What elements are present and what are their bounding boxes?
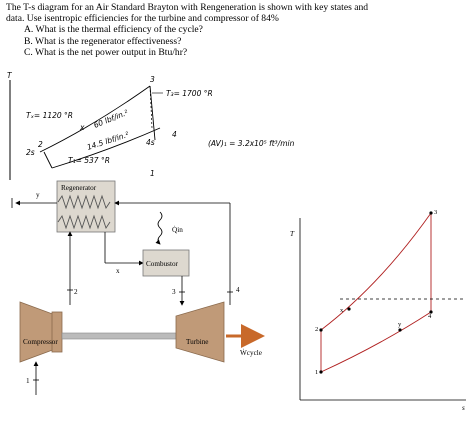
sketch-x-mark: x — [79, 123, 85, 132]
cycle-schematic: Regenerator y 4 2 x Combustor Q̇in 3 — [11, 180, 265, 395]
sketch-state-2: 2 — [38, 140, 43, 149]
sketch-high-pressure-line — [39, 85, 151, 153]
regenerator-label: Regenerator — [61, 184, 97, 192]
sketch-low-pressure-line — [51, 127, 161, 169]
shaft — [61, 332, 177, 340]
ts-point-x — [347, 307, 351, 311]
sketch-state-3: 3 — [150, 75, 155, 84]
problem-line-2: data. Use isentropic efficiencies for th… — [6, 13, 279, 25]
problem-line-1: The T-s diagram for an Air Standard Bray… — [6, 2, 369, 13]
ts-low-pressure-line — [320, 311, 432, 373]
ts-point-4 — [429, 310, 433, 314]
sketch-state-4: 4 — [172, 130, 177, 139]
sketch-t1-value: T₁= 537 °R — [68, 156, 110, 165]
ts-t-axis-label: T — [290, 230, 295, 238]
sketch-t3-value: T₃= 1700 °R — [166, 89, 213, 98]
ts-label-2: 2 — [315, 326, 318, 333]
ts-point-1 — [319, 370, 323, 374]
sketch-compression-line — [43, 151, 53, 169]
sketch-state-1: 1 — [150, 169, 155, 178]
combustor-box — [142, 249, 190, 277]
state-y-label: y — [36, 191, 40, 199]
compressor-label: Compressor — [23, 338, 58, 346]
sketch-high-pressure: 60 lbf/in.² — [92, 108, 129, 130]
combustor-label: Combustor — [146, 260, 179, 268]
ts-s-axis-label: s — [462, 404, 465, 412]
question-c: C. What is the net power output in Btu/h… — [24, 46, 188, 58]
ts-label-3: 3 — [434, 209, 437, 216]
work-output-label: Ẇcycle — [240, 348, 262, 357]
ts-label-1: 1 — [315, 369, 318, 376]
regenerator-coil-upper — [57, 194, 111, 210]
ts-point-y — [398, 328, 402, 332]
sketch-expansion-line — [149, 85, 156, 141]
sketch-tx-value: Tₓ= 1120 °R — [26, 111, 73, 120]
state-4-label: 4 — [236, 286, 240, 294]
sketch-flow-rate: (AV)₁ = 3.2x10⁵ ft³/min — [208, 139, 295, 148]
handwritten-ts-sketch: T 3 T₃= 1700 °R Tₓ= 1120 °R x 60 lbf/in.… — [7, 71, 295, 180]
ts-diagram: T s 3 4 2 1 x y — [290, 209, 466, 412]
ts-label-y: y — [398, 321, 402, 328]
question-b: B. What is the regenerator effectiveness… — [24, 35, 182, 47]
state-1-label: 1 — [26, 377, 30, 385]
sketch-isentropic-expansion — [149, 85, 153, 129]
state-3-label: 3 — [172, 288, 176, 296]
question-a: A. What is the thermal efficiency of the… — [24, 24, 203, 36]
ts-point-2 — [319, 328, 323, 332]
turbine-body — [175, 301, 225, 363]
ts-point-3 — [429, 211, 433, 215]
state-2-label: 2 — [74, 288, 78, 296]
heat-input-arrow — [155, 211, 163, 245]
ts-label-x: x — [340, 307, 344, 314]
turbine-label: Turbine — [186, 338, 209, 346]
state-x-label: x — [116, 267, 120, 275]
ts-high-pressure-line — [320, 212, 432, 331]
ts-label-4: 4 — [428, 313, 432, 320]
problem-statement: The T-s diagram for an Air Standard Bray… — [6, 2, 468, 58]
regenerator-coil-lower — [57, 214, 111, 230]
sketch-state-4s: 4s — [146, 138, 155, 147]
sketch-state-2s: 2s — [26, 148, 35, 157]
heat-input-label: Q̇in — [172, 225, 183, 234]
sketch-t-label: T — [7, 71, 13, 80]
